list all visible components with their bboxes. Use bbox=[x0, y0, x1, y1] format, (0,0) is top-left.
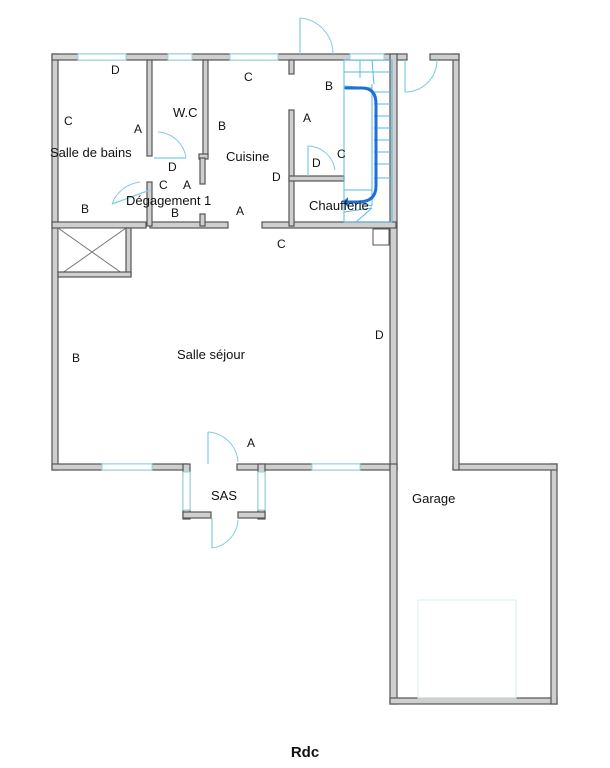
wall-letter-b: B bbox=[218, 119, 226, 133]
wall-letter-a: A bbox=[183, 178, 191, 192]
window-wc bbox=[167, 53, 193, 61]
wall-chaufferie-west bbox=[288, 109, 295, 227]
wall-kitchen-stub bbox=[288, 59, 295, 75]
wall-letter-d: D bbox=[375, 328, 384, 342]
window-stair bbox=[349, 53, 385, 61]
wall-letter-d: D bbox=[168, 160, 177, 174]
staircase bbox=[343, 59, 393, 223]
wall-letter-b: B bbox=[171, 206, 179, 220]
wall-letter-c: C bbox=[277, 237, 286, 251]
wall-deg-stub bbox=[199, 213, 206, 227]
stair-direction-arrow bbox=[344, 86, 378, 204]
stair-arrowhead bbox=[343, 197, 348, 207]
wall-letter-c: C bbox=[244, 70, 253, 84]
label-chaufferie: Chaufferie bbox=[309, 198, 369, 213]
label-sas: SAS bbox=[211, 488, 237, 503]
wall-bath-east bbox=[146, 59, 153, 157]
wall-letter-b: B bbox=[72, 351, 80, 365]
wall-bath-east-low bbox=[146, 181, 153, 227]
wall-letter-c: C bbox=[159, 178, 168, 192]
wall-wc-east bbox=[202, 59, 209, 157]
wall-passage-north bbox=[429, 53, 460, 61]
wall-letter-a: A bbox=[236, 204, 244, 218]
wall-garage-east bbox=[550, 463, 558, 705]
wall-letter-d: D bbox=[111, 63, 120, 77]
label-salle-sejour: Salle séjour bbox=[177, 347, 246, 362]
window-bath bbox=[77, 53, 127, 61]
wall-chaufferie-north bbox=[288, 175, 345, 182]
wall-letter-a: A bbox=[247, 436, 255, 450]
wall-sas-south-right bbox=[237, 511, 266, 519]
window-sas-west bbox=[182, 471, 191, 511]
wall-garage-west bbox=[389, 463, 398, 705]
room-labels: Salle de bains W.C Cuisine Dégagement 1 … bbox=[50, 105, 455, 506]
void-shaft bbox=[57, 227, 132, 278]
wall-passage-east bbox=[452, 53, 460, 471]
label-degagement: Dégagement 1 bbox=[126, 193, 211, 208]
wall-letter-a: A bbox=[303, 111, 311, 125]
wall-divider-3 bbox=[261, 221, 397, 229]
wall-letter-d: D bbox=[272, 170, 281, 184]
garage-parking-spot bbox=[417, 599, 517, 699]
wall-divider-1 bbox=[51, 221, 147, 229]
wall-letter-b: B bbox=[81, 202, 89, 216]
label-salle-de-bains: Salle de bains bbox=[50, 145, 132, 160]
wall-divider-2 bbox=[149, 221, 229, 229]
door-degagement[interactable] bbox=[111, 189, 151, 205]
wall-west bbox=[51, 53, 59, 471]
column-box bbox=[372, 228, 390, 246]
wall-letter-b: B bbox=[325, 79, 333, 93]
wall-letter-a: A bbox=[134, 122, 142, 136]
window-kitchen bbox=[229, 53, 279, 61]
label-cuisine: Cuisine bbox=[226, 149, 269, 164]
wall-sas-south-left bbox=[182, 511, 212, 519]
wall-letter-c: C bbox=[337, 147, 346, 161]
wall-wc-lower bbox=[199, 157, 206, 185]
stair-outline bbox=[343, 59, 393, 223]
doors[interactable] bbox=[111, 17, 438, 549]
windows bbox=[77, 53, 385, 511]
window-sas-east bbox=[257, 471, 266, 511]
label-wc: W.C bbox=[173, 105, 198, 120]
wall-letters: D C A B D C A B B C D A B A C D C D B A bbox=[64, 63, 384, 450]
window-sejour-left bbox=[101, 463, 153, 471]
floor-title: Rdc bbox=[290, 744, 320, 761]
wall-letter-c: C bbox=[64, 114, 73, 128]
label-garage: Garage bbox=[412, 491, 455, 506]
wall-letter-d: D bbox=[312, 156, 321, 170]
wall-garage-south bbox=[389, 697, 558, 705]
wall-garage-north bbox=[452, 463, 558, 471]
window-sejour-right bbox=[311, 463, 361, 471]
